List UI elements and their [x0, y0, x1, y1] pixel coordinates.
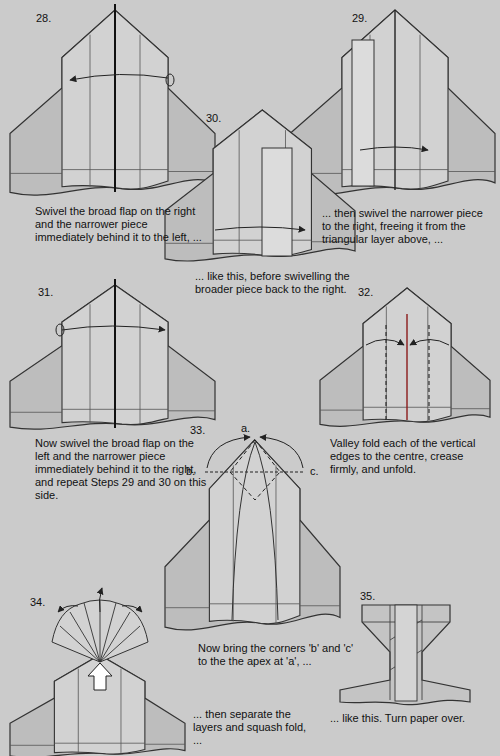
step-caption: ... then swivel the narrower piece to th… — [322, 207, 492, 246]
step-number: 33. — [190, 424, 220, 437]
step-caption: ... like this, before swivelling the bro… — [195, 270, 365, 296]
step-caption: ... then separate the layers and squash … — [193, 708, 313, 747]
step-number: 28. — [36, 12, 66, 25]
step-number: 34. — [30, 596, 60, 609]
step-caption: ... like this. Turn paper over. — [330, 712, 495, 725]
step-number: 31. — [38, 286, 68, 299]
step-number: 30. — [206, 112, 236, 125]
step-caption: Valley fold each of the vertical edges t… — [330, 437, 492, 476]
step-caption: Now swivel the broad flap on the left an… — [35, 437, 207, 502]
point-label: a. — [241, 422, 261, 435]
step-number: 29. — [352, 12, 382, 25]
step-number: 32. — [358, 286, 388, 299]
step-caption: Swivel the broad flap on the right and t… — [35, 205, 205, 244]
step-number: 35. — [360, 590, 390, 603]
point-label: b. — [186, 465, 206, 478]
step-caption: Now bring the corners 'b' and 'c' to the… — [198, 642, 358, 668]
point-label: c. — [310, 465, 330, 478]
